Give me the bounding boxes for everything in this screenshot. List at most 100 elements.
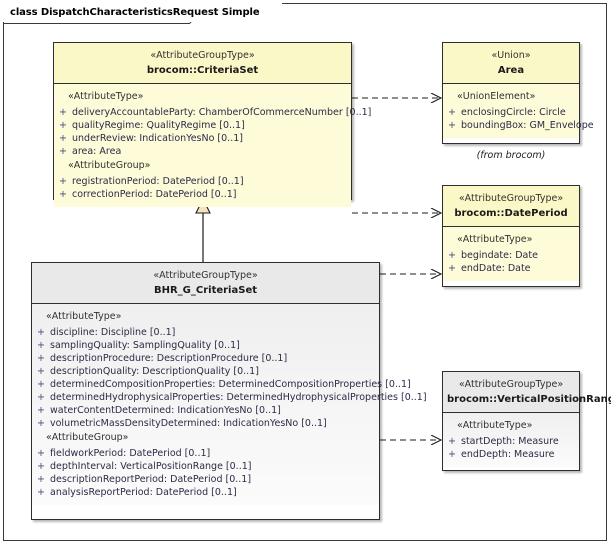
attribute-row[interactable]: + depthInterval: VerticalPositionRange [… xyxy=(32,460,379,473)
attribute-text: samplingQuality: SamplingQuality [0..1] xyxy=(50,340,240,351)
attribute-text: analysisReportPeriod: DatePeriod [0..1] xyxy=(50,487,237,498)
attribute-row[interactable]: + descriptionReportPeriod: DatePeriod [0… xyxy=(32,473,379,486)
visibility-marker: + xyxy=(37,405,45,416)
attribute-row[interactable]: + determinedHydrophysicalProperties: Det… xyxy=(32,391,427,404)
attribute-row[interactable]: + correctionPeriod: DatePeriod [0..1] xyxy=(54,188,351,201)
attribute-row[interactable]: + endDepth: Measure xyxy=(443,448,579,461)
class-name: brocom::DatePeriod xyxy=(454,208,568,219)
visibility-marker: + xyxy=(448,250,456,261)
attribute-row[interactable]: + samplingQuality: SamplingQuality [0..1… xyxy=(32,339,379,352)
visibility-marker: + xyxy=(37,461,45,472)
attribute-row[interactable]: + discipline: Discipline [0..1] xyxy=(32,326,379,339)
diagram-frame-label: class DispatchCharacteristicsRequest Sim… xyxy=(3,3,282,22)
visibility-marker: + xyxy=(37,353,45,364)
attribute-text: registrationPeriod: DatePeriod [0..1] xyxy=(72,176,244,187)
class-body: «AttributeType» + begindate: Date + endD… xyxy=(443,227,579,281)
visibility-marker: + xyxy=(448,449,456,460)
visibility-marker: + xyxy=(37,340,45,351)
visibility-marker: + xyxy=(37,366,45,377)
class-header: «AttributeGroupType» brocom::CriteriaSet xyxy=(54,43,351,84)
attribute-row[interactable]: + descriptionProcedure: DescriptionProce… xyxy=(32,352,379,365)
attribute-row[interactable]: + waterContentDetermined: IndicationYesN… xyxy=(32,404,379,417)
package-origin-note: (from brocom) xyxy=(476,150,546,161)
attribute-row[interactable]: + determinedCompositionProperties: Deter… xyxy=(32,378,411,391)
class-stereotype: «AttributeGroupType» xyxy=(150,50,255,61)
visibility-marker: + xyxy=(59,176,67,187)
attribute-text: qualityRegime: QualityRegime [0..1] xyxy=(72,120,245,131)
class-area[interactable]: «Union» Area «UnionElement» + enclosingC… xyxy=(442,42,594,144)
attribute-text: determinedCompositionProperties: Determi… xyxy=(50,379,411,390)
attribute-text: depthInterval: VerticalPositionRange [0.… xyxy=(50,461,252,472)
class-header: «AttributeGroupType» brocom::DatePeriod xyxy=(443,186,579,227)
attribute-row[interactable]: + boundingBox: GM_Envelope xyxy=(443,119,594,132)
attribute-text: descriptionProcedure: DescriptionProcedu… xyxy=(50,353,288,364)
attribute-text: endDate: Date xyxy=(461,263,531,274)
visibility-marker: + xyxy=(37,448,45,459)
attribute-row[interactable]: + enclosingCircle: Circle xyxy=(443,106,579,119)
attribute-group-label: «AttributeGroup» xyxy=(68,160,151,171)
attribute-text: boundingBox: GM_Envelope xyxy=(461,120,594,131)
class-header: «AttributeGroupType» BHR_G_CriteriaSet xyxy=(32,263,379,304)
visibility-marker: + xyxy=(59,120,67,131)
attribute-row[interactable]: + deliveryAccountableParty: ChamberOfCom… xyxy=(54,106,371,119)
class-name: BHR_G_CriteriaSet xyxy=(153,285,258,296)
attribute-text: endDepth: Measure xyxy=(461,449,555,460)
class-bhr-g-criteriaset[interactable]: «AttributeGroupType» BHR_G_CriteriaSet «… xyxy=(31,262,427,520)
attribute-text: waterContentDetermined: IndicationYesNo … xyxy=(50,405,281,416)
class-brocom-dateperiod[interactable]: «AttributeGroupType» brocom::DatePeriod … xyxy=(442,185,580,287)
attribute-text: begindate: Date xyxy=(461,250,538,261)
attribute-row[interactable]: + qualityRegime: QualityRegime [0..1] xyxy=(54,119,351,132)
attribute-group-label: «AttributeType» xyxy=(457,420,533,431)
visibility-marker: + xyxy=(59,107,67,118)
attribute-row[interactable]: + endDate: Date xyxy=(443,262,579,275)
visibility-marker: + xyxy=(37,418,45,429)
attribute-row[interactable]: + registrationPeriod: DatePeriod [0..1] xyxy=(54,175,351,188)
visibility-marker: + xyxy=(59,133,67,144)
visibility-marker: + xyxy=(59,146,67,157)
visibility-marker: + xyxy=(37,379,45,390)
attribute-text: descriptionReportPeriod: DatePeriod [0..… xyxy=(50,474,252,485)
attribute-text: discipline: Discipline [0..1] xyxy=(50,327,176,338)
class-brocom-verticalpositionrange[interactable]: «AttributeGroupType» brocom::VerticalPos… xyxy=(442,371,611,471)
attribute-text: volumetricMassDensityDetermined: Indicat… xyxy=(50,418,327,429)
visibility-marker: + xyxy=(448,107,456,118)
class-header: «Union» Area xyxy=(443,43,579,84)
attribute-row[interactable]: + descriptionQuality: DescriptionQuality… xyxy=(32,365,379,378)
attribute-row[interactable]: + underReview: IndicationYesNo [0..1] xyxy=(54,132,351,145)
attribute-row[interactable]: + area: Area xyxy=(54,145,351,158)
visibility-marker: + xyxy=(448,436,456,447)
attribute-text: descriptionQuality: DescriptionQuality [… xyxy=(50,366,259,377)
visibility-marker: + xyxy=(448,120,456,131)
attribute-text: correctionPeriod: DatePeriod [0..1] xyxy=(72,189,237,200)
attribute-group-label: «AttributeType» xyxy=(457,234,533,245)
class-body: «AttributeType» + discipline: Discipline… xyxy=(32,304,427,505)
attribute-row[interactable]: + fieldworkPeriod: DatePeriod [0..1] xyxy=(32,447,379,460)
class-body: «AttributeType» + startDepth: Measure + … xyxy=(443,413,579,467)
visibility-marker: + xyxy=(37,327,45,338)
class-name: brocom::VerticalPositionRange xyxy=(447,394,611,405)
class-brocom-criteriaset[interactable]: «AttributeGroupType» brocom::CriteriaSet… xyxy=(53,42,371,207)
attribute-row[interactable]: + analysisReportPeriod: DatePeriod [0..1… xyxy=(32,486,379,499)
class-body: «AttributeType» + deliveryAccountablePar… xyxy=(54,84,371,207)
class-stereotype: «AttributeGroupType» xyxy=(458,379,564,390)
class-stereotype: «Union» xyxy=(491,50,531,61)
attribute-row[interactable]: + volumetricMassDensityDetermined: Indic… xyxy=(32,417,379,430)
attribute-text: fieldworkPeriod: DatePeriod [0..1] xyxy=(50,448,211,459)
attribute-row[interactable]: + begindate: Date xyxy=(443,249,579,262)
visibility-marker: + xyxy=(37,474,45,485)
visibility-marker: + xyxy=(37,487,45,498)
visibility-marker: + xyxy=(59,189,67,200)
attribute-group-label: «UnionElement» xyxy=(457,91,536,102)
attribute-text: determinedHydrophysicalProperties: Deter… xyxy=(50,392,427,403)
class-body: «UnionElement» + enclosingCircle: Circle… xyxy=(443,84,594,138)
attribute-text: underReview: IndicationYesNo [0..1] xyxy=(72,133,243,144)
class-header: «AttributeGroupType» brocom::VerticalPos… xyxy=(443,372,611,413)
visibility-marker: + xyxy=(448,263,456,274)
attribute-text: deliveryAccountableParty: ChamberOfComme… xyxy=(72,107,372,118)
attribute-group-label: «AttributeType» xyxy=(68,91,144,102)
attribute-text: enclosingCircle: Circle xyxy=(461,107,566,118)
attribute-row[interactable]: + startDepth: Measure xyxy=(443,435,579,448)
visibility-marker: + xyxy=(37,392,45,403)
class-name: brocom::CriteriaSet xyxy=(146,65,259,76)
